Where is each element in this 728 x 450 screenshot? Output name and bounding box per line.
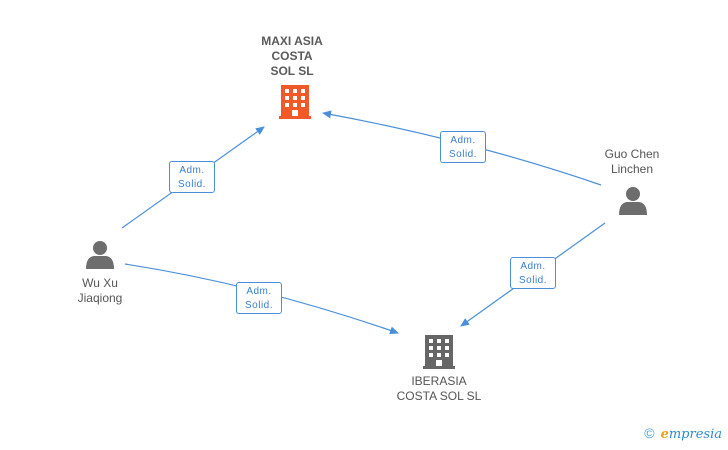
edge-label-right-top: Adm. Solid. (440, 131, 486, 163)
edge-label-line: Adm. (450, 135, 476, 146)
edge-label-line: Adm. (179, 165, 205, 176)
edge-label-line: Adm. (520, 261, 546, 272)
person-icon[interactable] (619, 187, 647, 215)
edge-label-left-top: Adm. Solid. (169, 161, 215, 193)
edge-label-line: Solid. (244, 300, 273, 311)
company-name-iberasia[interactable]: IBERASIA COSTA SOL SL (396, 374, 482, 403)
brand-rest: mpresia (668, 427, 722, 442)
person-name-wu-xu[interactable]: Wu Xu Jiaqiong (77, 276, 123, 305)
empresia-logo[interactable]: © empresia (644, 425, 722, 442)
edge-label-line: Solid. (448, 149, 477, 160)
edge-label-line: Solid. (177, 179, 206, 190)
building-icon[interactable] (279, 85, 311, 119)
copyright-symbol: © (644, 425, 655, 441)
edge-label-right-bottom: Adm. Solid. (510, 257, 556, 289)
brand-name: empresia (661, 427, 722, 442)
building-icon[interactable] (423, 335, 455, 369)
brand-initial: e (660, 427, 669, 442)
person-icon[interactable] (86, 241, 114, 269)
edge-label-line: Adm. (246, 286, 272, 297)
person-name-guo-chen[interactable]: Guo Chen Linchen (604, 147, 660, 176)
edge-label-line: Solid. (518, 275, 547, 286)
company-name-maxi-asia[interactable]: MAXI ASIA COSTA SOL SL (261, 34, 323, 78)
edge-label-left-bottom: Adm. Solid. (236, 282, 282, 314)
